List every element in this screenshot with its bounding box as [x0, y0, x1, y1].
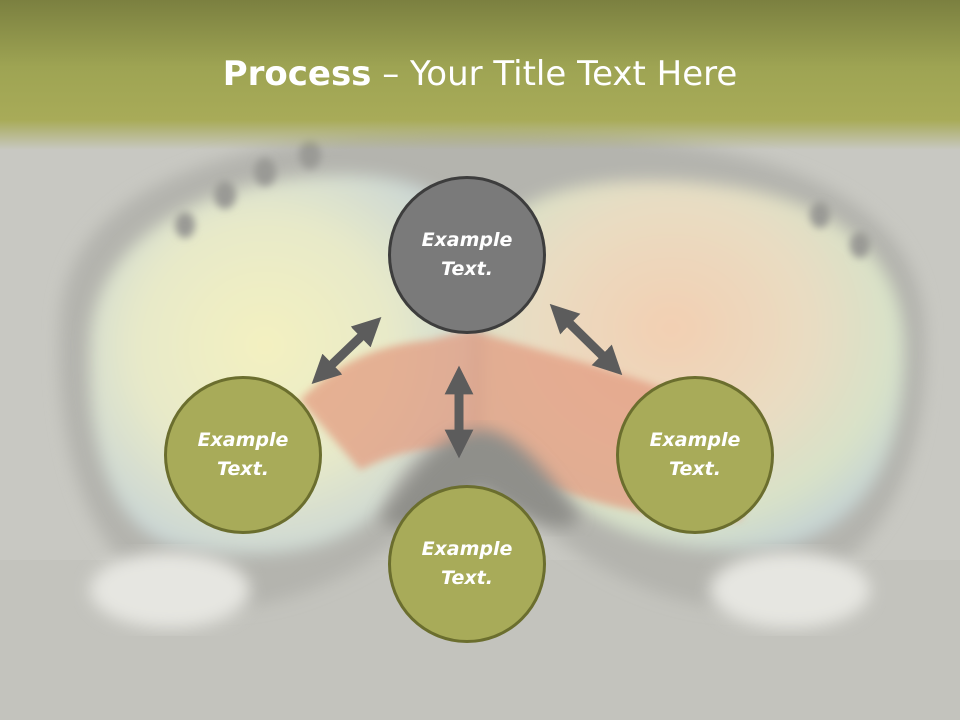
process-node-left: Example Text. — [164, 376, 322, 534]
node-left-label: Example Text. — [183, 426, 303, 484]
node-bottom-line2: Text. — [441, 567, 493, 589]
node-bottom-line1: Example — [421, 538, 513, 560]
process-node-right: Example Text. — [616, 376, 774, 534]
node-top-line2: Text. — [441, 258, 493, 280]
node-top-line1: Example — [421, 229, 513, 251]
node-right-label: Example Text. — [635, 426, 755, 484]
node-bottom-label: Example Text. — [407, 535, 527, 593]
slide-title: Process – Your Title Text Here — [0, 52, 960, 96]
process-node-bottom: Example Text. — [388, 485, 546, 643]
node-right-line2: Text. — [669, 458, 721, 480]
title-band — [0, 0, 960, 150]
process-node-top: Example Text. — [388, 176, 546, 334]
node-left-line1: Example — [197, 429, 289, 451]
arrow-top-left — [311, 317, 382, 384]
node-right-line1: Example — [649, 429, 741, 451]
title-rest-part: – Your Title Text Here — [371, 54, 738, 94]
node-top-label: Example Text. — [407, 226, 527, 284]
node-left-line2: Text. — [217, 458, 269, 480]
title-bold-part: Process — [222, 54, 372, 94]
arrow-top-right — [549, 303, 623, 376]
